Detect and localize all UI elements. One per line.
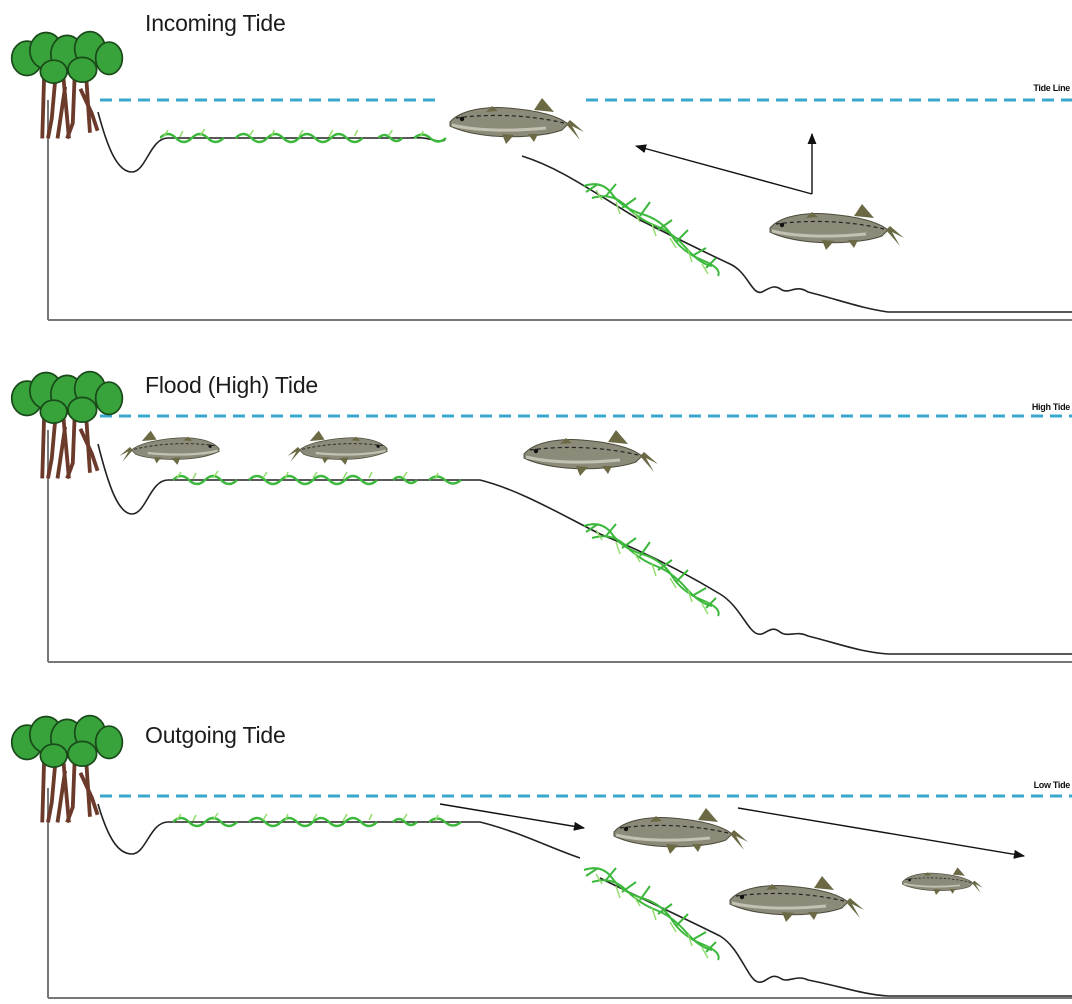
- seagrass-icon: [173, 471, 461, 484]
- snook-fish-icon: [730, 876, 864, 922]
- snook-fish-icon: [287, 431, 387, 465]
- snook-fish-icon: [770, 204, 904, 250]
- panel-incoming-tide: Incoming Tide Tide Line: [0, 0, 1072, 334]
- tide-line-label: Tide Line: [1033, 83, 1070, 93]
- snook-fish-icon: [614, 808, 748, 854]
- tide-line-label: High Tide: [1032, 402, 1070, 412]
- arrow-icon: [738, 808, 1024, 856]
- panel-title: Incoming Tide: [145, 10, 286, 37]
- panel-flood-tide: Flood (High) Tide High Tide: [0, 334, 1072, 668]
- mangrove-tree-icon: [12, 372, 123, 479]
- tide-line-label: Low Tide: [1034, 780, 1070, 790]
- seagrass-icon: [584, 524, 719, 616]
- panel-title: Outgoing Tide: [145, 722, 286, 749]
- arrow-icon: [636, 146, 812, 194]
- panel-outgoing-tide: Outgoing Tide Low Tide: [0, 668, 1072, 1002]
- seagrass-icon: [160, 129, 446, 142]
- mangrove-tree-icon: [12, 32, 123, 139]
- snook-fish-icon: [524, 430, 658, 476]
- snook-fish-icon: [450, 98, 584, 144]
- shore-profile: [98, 804, 1072, 996]
- arrow-icon: [440, 804, 584, 828]
- snook-fish-icon: [902, 867, 982, 895]
- panel-title: Flood (High) Tide: [145, 372, 318, 399]
- mangrove-tree-icon: [12, 716, 123, 823]
- seagrass-icon: [584, 868, 719, 960]
- incoming-tide-scene: [0, 0, 1072, 334]
- outgoing-tide-scene: [0, 668, 1072, 1004]
- seagrass-icon: [173, 813, 461, 826]
- shore-profile: [98, 444, 1072, 654]
- shore-profile: [98, 112, 445, 172]
- snook-fish-icon: [119, 431, 219, 465]
